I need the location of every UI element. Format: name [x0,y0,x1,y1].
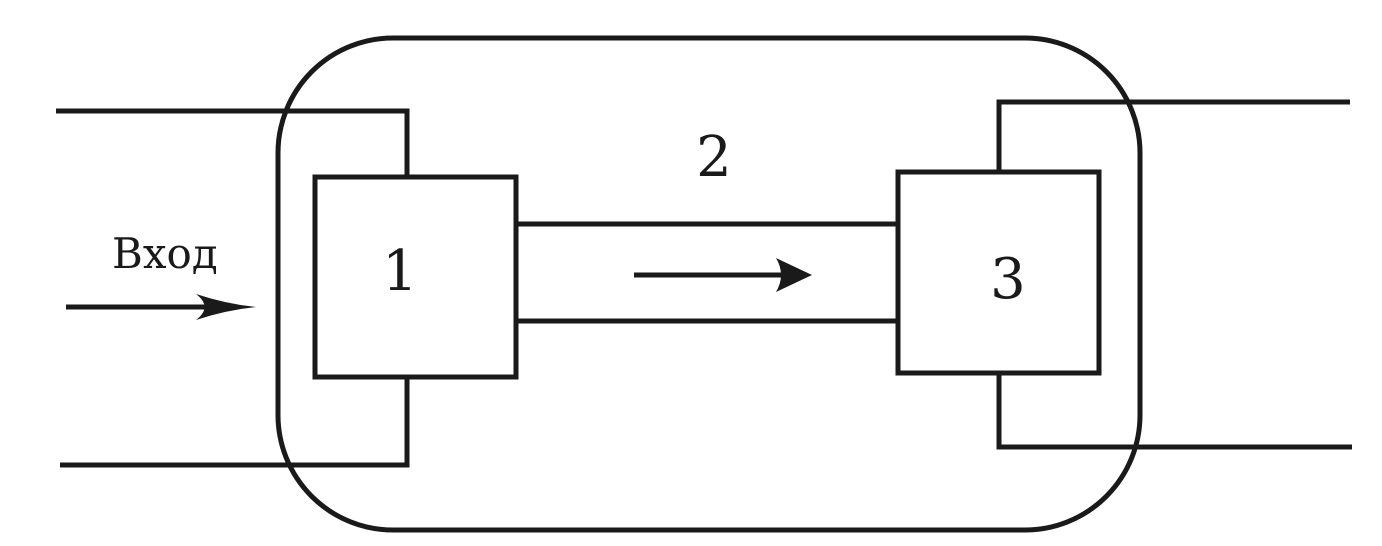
block-3-label: 3 [990,247,1026,312]
input-label: Вход [112,229,218,278]
right-top-pipe [996,99,1350,171]
block-3 [895,169,1102,376]
left-top-pipe [56,108,410,176]
channel-label: 2 [696,125,732,190]
left-bottom-pipe [60,378,410,468]
right-bottom-pipe [996,374,1352,450]
input-arrow [66,294,256,320]
block-1 [312,174,519,380]
outer-container [275,35,1143,533]
flow-arrow [634,258,812,292]
block-1-label: 1 [382,239,418,304]
